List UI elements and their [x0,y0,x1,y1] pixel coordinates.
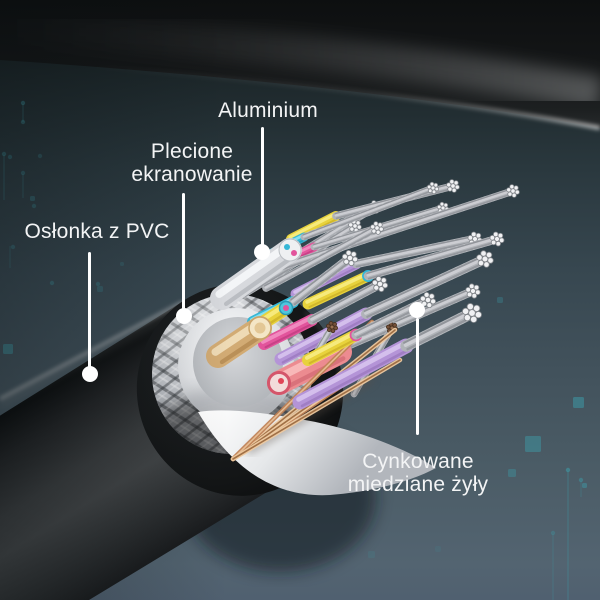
wires [206,179,520,462]
strand-tip [326,323,331,329]
strand-tip [380,277,387,284]
strand-tip [350,251,357,258]
circuit-dot [20,119,26,125]
callout-dot-pvc-jacket [82,366,98,382]
circuit-square [573,397,584,408]
callout-dot-copper-cores [409,302,425,318]
strand-tip [371,279,378,286]
circuit-dot [37,153,43,159]
circuit-square [120,262,124,266]
circuit-dot [550,530,556,536]
strand-tip [377,222,383,228]
strand-tip [426,184,432,190]
circuit-square [582,483,587,488]
circuit-dot [10,244,16,250]
strand-tip [466,303,474,311]
strand-tip [428,293,435,300]
strand-tip [473,304,481,312]
label-pvc-jacket-text: Osłonka z PVC [24,220,170,243]
strand-tip [332,322,337,327]
circuit-dot [31,203,37,209]
strand-tip [476,254,483,261]
circuit-dot [95,281,101,287]
callout-line-aluminium [261,127,264,246]
label-copper-cores-line2: miedziane żyły [347,473,489,496]
strand-tip [453,180,459,186]
circuit-square [508,469,516,477]
strand-tip [436,204,442,210]
strand-tip [475,232,482,239]
label-braided-shielding: Plecione ekranowanie [92,140,292,186]
background-decorations [1,100,587,600]
circuit-dot [578,477,584,483]
callout-line-braided-shielding [182,193,185,310]
label-aluminium-text: Aluminium [218,99,318,122]
circuit-dot [7,154,13,160]
circuit-square [525,436,541,452]
circuit-dot [20,170,26,176]
circuit-dot [49,280,55,286]
callout-line-pvc-jacket [88,252,91,368]
strand-tip [470,315,478,323]
strand-tip [419,295,426,302]
strand-tip [443,202,449,208]
circuit-square [435,546,441,552]
strand-tip [341,253,348,260]
strand-tip [355,220,361,226]
strand-tip [370,224,376,230]
circuit-square [497,297,503,303]
strand-tip [392,323,397,328]
circuit-square [3,344,13,354]
label-aluminium: Aluminium [168,99,368,122]
strand-tip [474,311,482,319]
strand-tip [497,232,504,239]
strand-tip [433,182,439,188]
inner-sheath [198,410,436,496]
background-cable [0,0,600,130]
circuit-dot [565,467,571,473]
circuit-square [97,286,103,292]
strand-tip [462,307,470,315]
label-pvc-jacket: Osłonka z PVC [0,220,197,243]
strand-tip [463,314,471,322]
circuit-square [368,551,375,558]
strand-tip [467,235,474,241]
strand-tip [513,185,519,191]
callout-line-copper-cores [416,318,419,435]
callout-dot-aluminium [254,244,270,260]
circuit-square [30,196,35,201]
callout-dot-braided-shielding [176,308,192,324]
label-braided-shielding-line2: ekranowanie [131,163,253,186]
strand-tip [386,324,391,330]
label-copper-cores: Cynkowane miedziane żyły [318,450,518,496]
strand-tip [489,235,496,241]
strand-tip [473,284,480,291]
strand-tip [506,187,512,193]
strand-tip [485,251,493,259]
strand-tip [465,286,472,293]
circuit-dot [1,151,7,157]
circuit-dot [20,100,26,106]
label-braided-shielding-line1: Plecione [150,140,234,163]
strand-tip [446,182,452,188]
label-copper-cores-line1: Cynkowane [362,450,474,473]
